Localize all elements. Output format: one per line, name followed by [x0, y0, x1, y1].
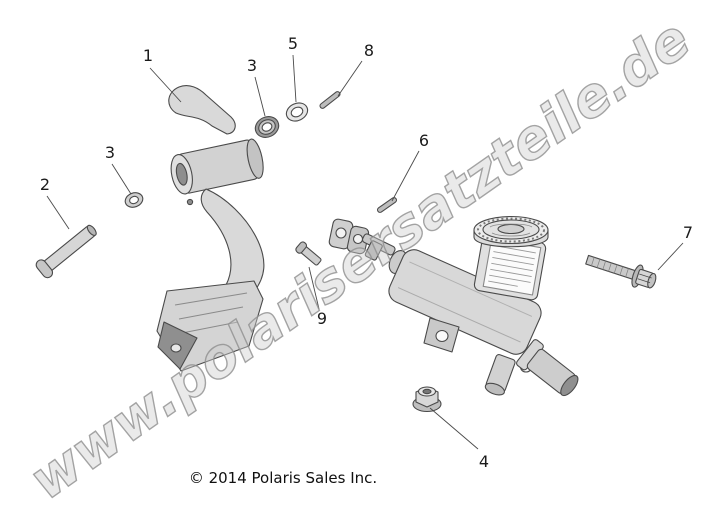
washer-pivot — [254, 116, 280, 138]
callout-1: 1 — [143, 46, 153, 65]
pedal-pivot-tube — [170, 138, 264, 195]
master-cylinder-assembly — [328, 215, 579, 397]
clevis-pin — [35, 224, 97, 279]
copyright-text: © 2014 Polaris Sales Inc. — [189, 469, 377, 487]
callout-3-top: 3 — [247, 56, 257, 75]
bottom-port — [484, 354, 516, 396]
clevis-fork — [328, 218, 370, 255]
callout-7: 7 — [683, 223, 693, 242]
dowel-pin — [295, 241, 322, 266]
outlet-port — [516, 339, 579, 397]
brake-pedal — [156, 85, 265, 372]
leader-lines — [46, 54, 684, 450]
washer-small — [124, 192, 144, 208]
roll-pin-top — [319, 91, 341, 109]
callout-3-left: 3 — [105, 143, 115, 162]
callout-6: 6 — [419, 131, 429, 150]
callout-9: 9 — [317, 309, 327, 328]
callout-8: 8 — [364, 41, 374, 60]
callout-2: 2 — [40, 175, 50, 194]
reservoir-cap — [473, 215, 549, 248]
callout-4: 4 — [479, 452, 489, 471]
hex-flange-nut — [412, 386, 442, 413]
hex-flange-bolt — [585, 254, 657, 289]
callout-5: 5 — [288, 34, 298, 53]
pedal-arm — [200, 188, 265, 294]
pedal-top-bracket — [168, 85, 236, 135]
roll-pin-center — [376, 197, 398, 213]
reservoir — [473, 232, 547, 301]
flat-washer — [285, 102, 309, 122]
